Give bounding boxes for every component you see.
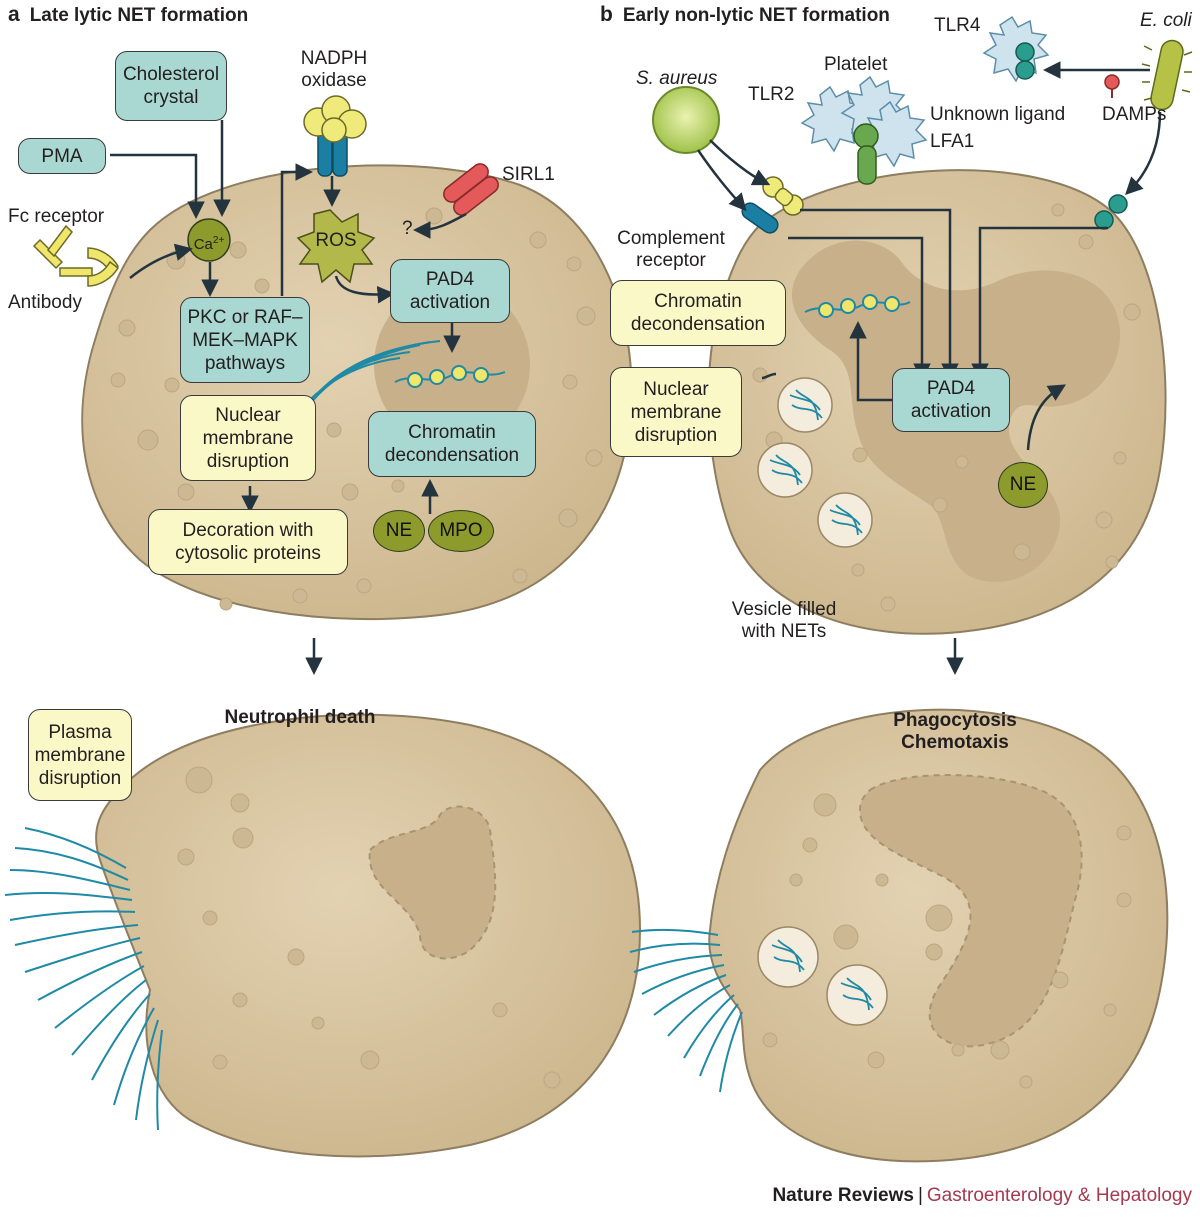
calcium-label: Ca2+ [193, 235, 225, 253]
footer-separator: | [917, 1185, 923, 1206]
cell-b-bottom [708, 708, 1169, 1163]
unknown-ligand-label: Unknown ligand [930, 104, 1066, 125]
platelet-label: Platelet [824, 54, 888, 75]
nuclear-membrane-box-a: Nuclear membrane disruption [180, 395, 316, 481]
s-aureus-cell [652, 86, 720, 154]
platelet [800, 75, 928, 168]
ros-starburst [296, 209, 376, 284]
nadph-oxidase [303, 95, 367, 177]
s-aureus-label: S. aureus [636, 68, 718, 89]
lfa1-label: LFA1 [930, 131, 975, 152]
panel-a-title-text: Late lytic NET formation [29, 5, 249, 26]
sirl1-receptor [443, 163, 499, 216]
decoration-box: Decoration with cytosolic proteins [148, 509, 348, 575]
damps-marker [1104, 74, 1120, 98]
sirl1-label: SIRL1 [502, 164, 555, 185]
e-coli-cell [1141, 39, 1193, 111]
cholesterol-crystal-box: Cholesterol crystal [115, 51, 227, 121]
pkc-pathways-box: PKC or RAF–MEK–MAPK pathways [180, 297, 310, 383]
ne-node-b: NE [998, 462, 1048, 508]
calcium-node [187, 218, 231, 262]
tlr4-receptor [982, 15, 1128, 230]
journal-footer: Nature Reviews|Gastroenterology & Hepato… [772, 1185, 1192, 1207]
net-burst-a [4, 827, 163, 1131]
panel-b-letter: b [600, 3, 613, 26]
plasma-membrane-box: Plasma membrane disruption [28, 709, 132, 801]
nucleus-a [374, 283, 530, 447]
net-burst-b [629, 928, 743, 1093]
nucleus-b-bottom [858, 774, 1083, 1048]
granules-a-top [110, 207, 603, 611]
tlr4-label: TLR4 [934, 15, 981, 36]
arrows-b [696, 61, 1162, 675]
lfa1-receptor [853, 123, 879, 185]
arrows-a [110, 120, 467, 675]
granules-a-bottom [177, 766, 561, 1089]
footer-brand: Nature Reviews [772, 1185, 914, 1206]
chemotaxis-label: Chemotaxis [901, 732, 1009, 753]
question-mark-label: ? [402, 218, 413, 239]
chromatin-a [394, 365, 506, 388]
pma-box: PMA [18, 138, 106, 174]
panel-a-letter: a [8, 3, 20, 26]
panel-b-title: b Early non-lytic NET formation [600, 3, 890, 27]
nuclear-membrane-box-b: Nuclear membrane disruption [610, 367, 742, 457]
chromatin-decondensation-box-b: Chromatin decondensation [610, 280, 786, 346]
vesicles-b-top [757, 377, 873, 548]
pad4-activation-box-a: PAD4 activation [390, 259, 510, 323]
damps-label: DAMPs [1102, 104, 1167, 125]
mpo-node: MPO [428, 510, 494, 552]
granules-b-bottom [762, 793, 1132, 1089]
antibody-label: Antibody [8, 292, 82, 313]
phagocytosis-label: Phagocytosis [893, 710, 1017, 731]
ne-node-a: NE [373, 510, 425, 552]
panel-a-title: a Late lytic NET formation [8, 3, 248, 27]
e-coli-label: E. coli [1140, 10, 1192, 31]
tlr2-label: TLR2 [748, 84, 795, 105]
ros-label: ROS [315, 230, 357, 251]
fc-receptor-antibody [32, 224, 119, 287]
vesicles-b-bottom [757, 926, 888, 1026]
vesicle-label: Vesicle filled with NETs [731, 599, 837, 642]
nadph-oxidase-label: NADPH oxidase [300, 48, 368, 91]
dissolved-nucleus-a [368, 805, 497, 960]
chromatin-decondensation-box-a: Chromatin decondensation [368, 411, 536, 477]
panel-b-title-text: Early non-lytic NET formation [622, 5, 890, 26]
cell-a-bottom [95, 713, 642, 1158]
footer-journal: Gastroenterology & Hepatology [926, 1185, 1192, 1206]
complement-receptor-label: Complement receptor [617, 228, 725, 271]
neutrophil-death-label: Neutrophil death [224, 707, 376, 728]
chromatin-b [804, 294, 911, 318]
fc-receptor-label: Fc receptor [8, 206, 105, 227]
pad4-activation-box-b: PAD4 activation [892, 368, 1010, 432]
